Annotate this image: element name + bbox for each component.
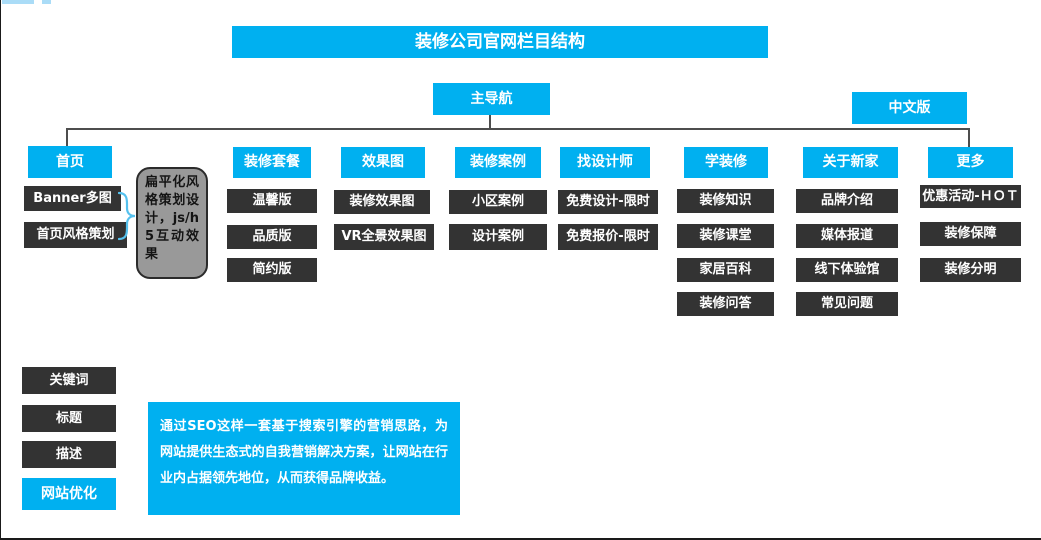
main-nav-node: 主导航 — [433, 83, 550, 115]
node-design-cases: 设计案例 — [449, 224, 547, 250]
node-simple-version: 简约版 — [227, 258, 317, 282]
col-designers-header: 找设计师 — [560, 147, 650, 178]
col-cases-header: 装修案例 — [455, 147, 541, 178]
col-packages-header: 装修套餐 — [233, 147, 311, 178]
connector-right-drop — [968, 128, 970, 147]
seo-description-node: 描述 — [22, 441, 116, 468]
top-decor-bar-small — [42, 0, 51, 4]
seo-description-box: 通过SEO这样一套基于搜索引擎的营销思路，为网站提供生态式的自我营销解决方案，让… — [148, 402, 460, 515]
top-decor-bar — [2, 0, 34, 4]
node-decor-qa: 装修问答 — [677, 292, 774, 316]
node-home-wiki: 家居百科 — [677, 258, 774, 282]
seo-title-node: 标题 — [22, 405, 116, 432]
diagram-title: 装修公司官网栏目结构 — [232, 26, 768, 58]
node-decor-guarantee: 装修保障 — [920, 222, 1021, 246]
node-warm-version: 温馨版 — [227, 189, 317, 213]
node-faq: 常见问题 — [796, 292, 898, 316]
node-decor-class: 装修课堂 — [677, 224, 774, 248]
connector-mainnav-drop — [489, 115, 491, 128]
language-version-node: 中文版 — [852, 92, 967, 124]
col-home-header: 首页 — [28, 146, 112, 178]
node-brand-intro: 品牌介绍 — [796, 189, 898, 213]
node-community-cases: 小区案例 — [449, 190, 547, 214]
col-more-header: 更多 — [928, 147, 1013, 178]
flat-style-note: 扁平化风格策划设计，js/h5互动效果 — [136, 167, 208, 279]
seo-keywords-node: 关键词 — [22, 367, 116, 394]
seo-optimization-node: 网站优化 — [22, 478, 116, 510]
node-decor-renderings: 装修效果图 — [334, 190, 430, 214]
node-quality-version: 品质版 — [227, 225, 317, 249]
connector-horizontal — [66, 128, 970, 130]
node-banner-multi-image: Banner多图 — [24, 186, 121, 211]
left-edge-line — [0, 0, 1, 540]
node-decor-transparency: 装修分明 — [920, 258, 1021, 282]
col-renderings-header: 效果图 — [341, 147, 425, 178]
node-home-style-plan: 首页风格策划 — [24, 222, 127, 248]
bottom-edge-line — [0, 538, 1041, 540]
node-media-reports: 媒体报道 — [796, 224, 898, 248]
node-free-quote: 免费报价-限时 — [558, 224, 658, 250]
node-free-design: 免费设计-限时 — [558, 190, 658, 214]
col-about-header: 关于新家 — [803, 147, 898, 178]
node-decor-knowledge: 装修知识 — [677, 189, 774, 213]
curly-brace-connector — [118, 191, 136, 241]
col-learn-header: 学装修 — [684, 147, 768, 178]
node-vr-panorama: VR全景效果图 — [334, 224, 434, 250]
node-promo-hot: 优惠活动-ＨＯＴ — [920, 185, 1021, 208]
connector-left-drop — [66, 128, 68, 147]
node-offline-showroom: 线下体验馆 — [796, 258, 898, 282]
